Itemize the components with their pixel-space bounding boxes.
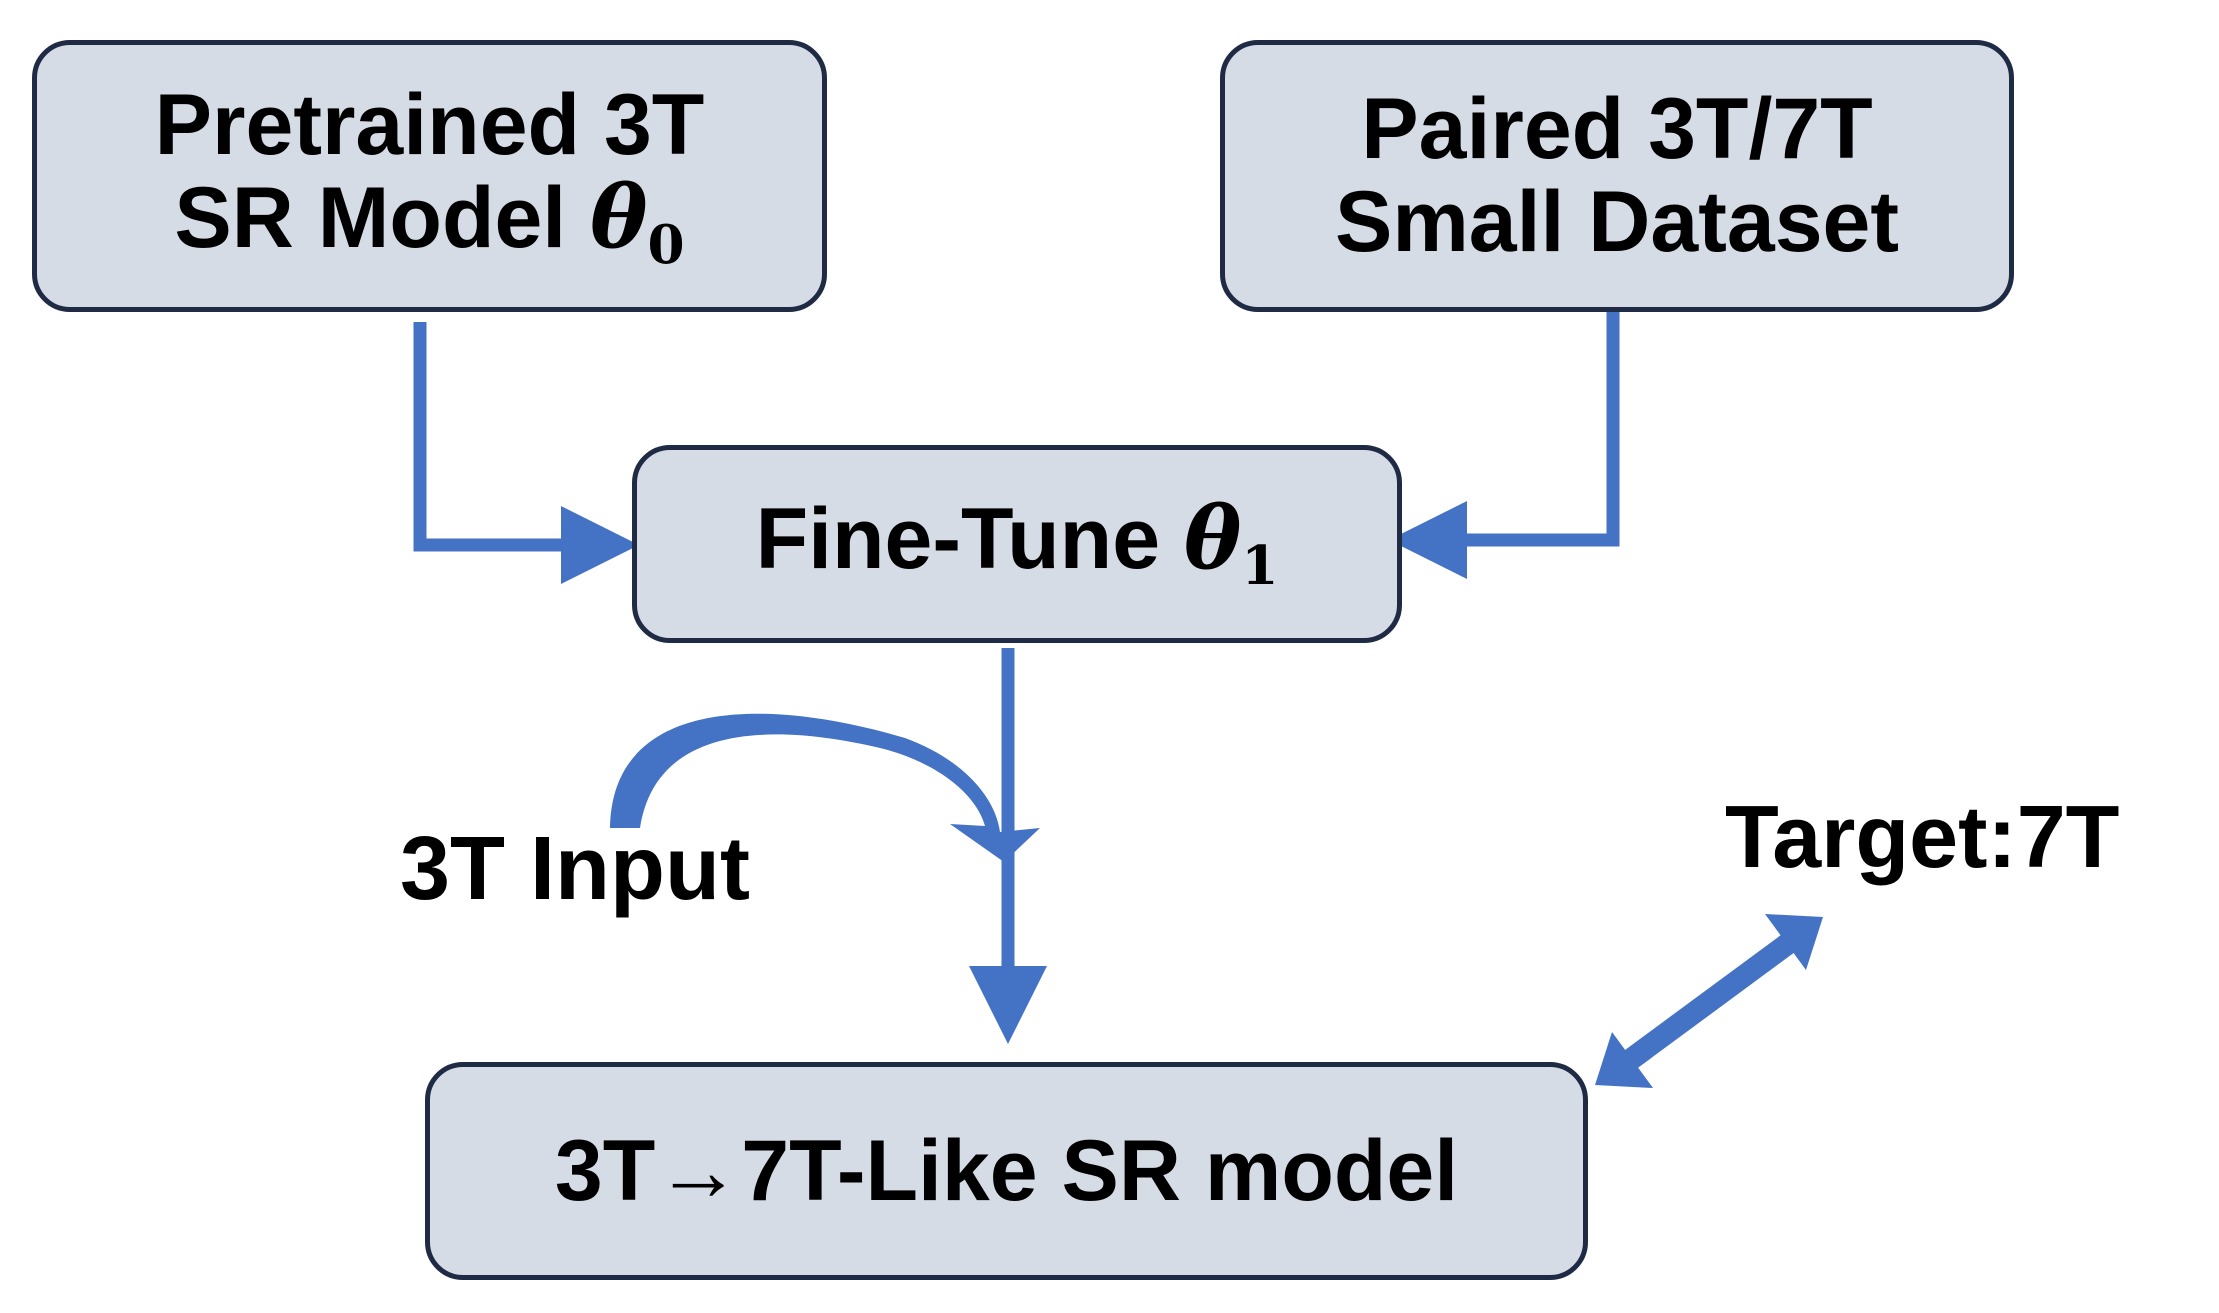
theta-symbol: θ <box>590 166 648 268</box>
paired-line2: Small Dataset <box>1334 174 1900 270</box>
input-label: 3T Input <box>400 819 750 919</box>
paired-dataset-box: Paired 3T/7T Small Dataset <box>1220 40 2014 312</box>
arrow-pretrained-to-finetune <box>413 322 639 584</box>
arrow-dataset-to-finetune <box>1389 312 1620 579</box>
curved-input-arrow <box>610 713 1040 862</box>
finetune-label: Fine-Tune θ1 <box>755 491 1279 598</box>
theta-subscript: 0 <box>647 212 685 276</box>
output-model-box: 3T→7T-Like SR model <box>425 1062 1588 1280</box>
pretrained-model-box: Pretrained 3T SR Model θ0 <box>32 40 827 312</box>
paired-line1: Paired 3T/7T <box>1361 81 1873 178</box>
output-label: 3T→7T-Like SR model <box>554 1122 1459 1219</box>
pretrained-line1: Pretrained 3T <box>154 76 705 173</box>
pretrained-line2: SR Model θ0 <box>174 169 685 276</box>
finetune-box: Fine-Tune θ1 <box>632 445 1402 643</box>
theta-symbol: θ <box>1183 488 1242 590</box>
finetune-text: Fine-Tune <box>755 491 1161 588</box>
double-arrow-output-target <box>1595 914 1823 1088</box>
pretrained-line2-text: SR Model <box>174 169 567 266</box>
target-label: Target:7T <box>1725 787 2120 886</box>
theta-subscript: 1 <box>1241 534 1279 598</box>
